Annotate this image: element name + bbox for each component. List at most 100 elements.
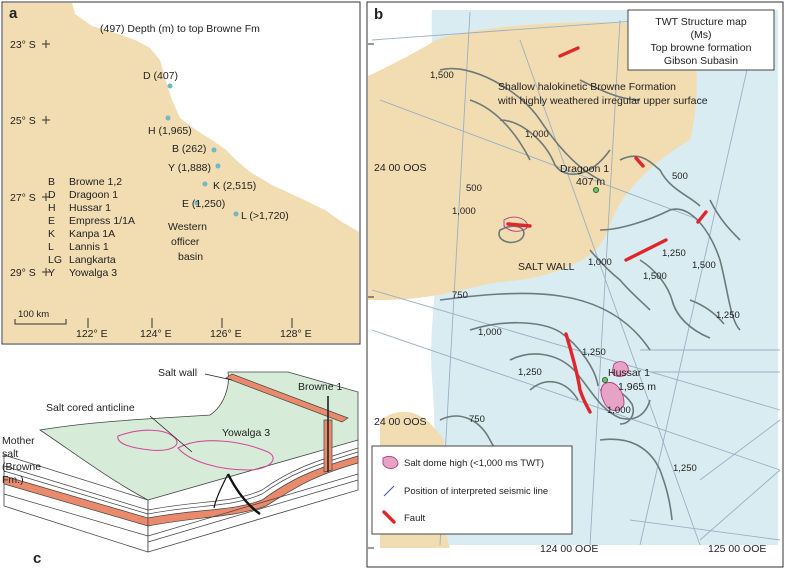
salt-dome-2	[600, 382, 625, 411]
hussar-depth: 1,965 m	[618, 381, 656, 393]
contour-label: 1,500	[430, 70, 454, 81]
label-browne-1: Browne 1	[298, 381, 343, 393]
fault-1	[558, 46, 580, 58]
coord-lat-bottom: 24 00 OOS	[374, 416, 427, 428]
contour-label: 500	[672, 171, 688, 182]
legend-salt-dome-icon	[382, 455, 399, 469]
faults	[506, 46, 708, 414]
leader-salt-wall	[204, 373, 233, 381]
contour-value-labels: 1,500 1,000 500 500 1,000 1,000 1,250 1,…	[430, 70, 740, 474]
key-code: B	[48, 176, 55, 188]
salt-anticline-outline-2	[177, 440, 274, 471]
well-label-b: B (262)	[172, 143, 206, 155]
basin-region	[3, 3, 359, 343]
panel-b-map: Dragoon 1 407 m Hussar 1 1,965 m 1,500 1…	[366, 1, 784, 568]
contour-label: 1,250	[673, 463, 697, 474]
key-code: H	[48, 202, 56, 214]
contour-lines	[439, 67, 741, 521]
contour-label: 1,500	[692, 260, 716, 271]
well-dot-y	[215, 163, 221, 169]
label-salt-cored-anticline: Salt cored anticline	[46, 402, 135, 414]
fault-4	[624, 238, 668, 262]
salt-wall-label: SALT WALL	[518, 261, 575, 273]
panel-b-ticks	[368, 43, 374, 549]
contour-label: 1,000	[607, 405, 631, 416]
lon-label-124: 124° E	[140, 328, 172, 340]
legend-fault-icon	[382, 510, 396, 524]
region-label-line3: basin	[178, 251, 203, 263]
well-locations	[165, 83, 239, 217]
contour-label: 1,500	[643, 271, 667, 282]
contour-label: 1,000	[525, 129, 549, 140]
mother-salt-line3: (Browne	[2, 461, 41, 473]
key-name: Langkarta	[69, 254, 116, 266]
lat-label-25: 25° S	[10, 115, 36, 127]
lat-label-29: 29° S	[10, 267, 36, 279]
legend-seismic-line-label: Position of interpreted seismic line	[404, 486, 548, 497]
lon-label-128: 128° E	[280, 328, 312, 340]
legend-salt-dome-label: Salt dome high (<1,000 ms TWT)	[404, 458, 544, 469]
well-label-l: L (>1,720)	[241, 210, 289, 222]
coord-lat-top: 24 00 OOS	[374, 162, 427, 174]
well-hussar-1	[602, 376, 609, 383]
contour-label: 1,000	[452, 206, 476, 217]
key-name: Hussar 1	[69, 202, 111, 214]
well-dot-k	[202, 181, 208, 187]
contour-label: 1,250	[518, 367, 542, 378]
description-line-2: with highly weathered irregular upper su…	[497, 95, 708, 107]
key-name: Lannis 1	[69, 241, 109, 253]
contour-label: 750	[452, 290, 468, 301]
fault-2	[634, 156, 645, 168]
lat-label-27: 27° S	[10, 192, 36, 204]
region-label-line2: officer	[171, 236, 200, 248]
title-line-4: Gibson Subasin	[664, 55, 738, 67]
key-name: Dragoon 1	[69, 189, 118, 201]
panel-c-block-diagram: c Salt wall Browne 1 Salt cored anticli	[2, 367, 359, 567]
well-key: B Browne 1,2 D Dragoon 1 H Hussar 1 E Em…	[48, 176, 135, 279]
key-name: Empress 1/1A	[69, 215, 135, 227]
key-code: D	[48, 189, 56, 201]
salt-dome-1	[611, 361, 629, 377]
title-line-3: Top browne formation	[651, 42, 752, 54]
well-dot-b	[211, 147, 217, 153]
mother-salt-line1: Mother	[2, 435, 35, 447]
well-label-y: Y (1,888)	[168, 162, 211, 174]
scale-bar	[14, 319, 67, 325]
map-title-box: TWT Structure map (Ms) Top browne format…	[627, 9, 775, 71]
contour-label: 1,250	[716, 310, 740, 321]
well-dot-h	[165, 115, 171, 121]
key-code: LG	[48, 254, 62, 266]
key-code: E	[48, 215, 55, 227]
well-label-k: K (2,515)	[213, 180, 256, 192]
well-dot-e	[194, 200, 200, 206]
dragoon-name: Dragoon 1	[560, 163, 609, 175]
fault-3	[506, 222, 532, 228]
block-side-face	[147, 439, 359, 553]
contour-label: 750	[469, 414, 485, 425]
mother-salt-line2: salt	[2, 448, 18, 460]
title-line-1: TWT Structure map	[655, 16, 747, 28]
panel-a-map: a (497) Depth (m) to top Browne Fm 23° S…	[1, 1, 361, 345]
coord-lon-right: 125 00 OOE	[708, 543, 766, 555]
key-name: Yowalga 3	[69, 267, 117, 279]
strata-lines	[3, 447, 359, 543]
coord-lon-left: 124 00 OOE	[540, 543, 598, 555]
yowalga-well-trace	[213, 473, 229, 509]
key-name: Browne 1,2	[69, 176, 122, 188]
contour-label: 1,250	[662, 248, 686, 259]
well-dot-l	[233, 211, 239, 217]
contour-label: 1,000	[588, 257, 612, 268]
depth-legend-title: (497) Depth (m) to top Browne Fm	[100, 23, 260, 35]
fault-6	[564, 332, 592, 414]
salt-anticline-outline-1	[117, 429, 178, 451]
contour-label: 500	[466, 183, 482, 194]
salt-wall-band	[225, 373, 349, 423]
legend-fault-label: Fault	[404, 513, 425, 524]
dragoon-depth: 407 m	[576, 176, 605, 188]
well-label-e: E (1,250)	[182, 198, 225, 210]
panel-b-letter: b	[374, 6, 383, 23]
yowalga-well-line	[226, 473, 261, 515]
label-salt-wall: Salt wall	[158, 367, 197, 379]
well-dot-d	[167, 83, 173, 89]
map-legend: Salt dome high (<1,000 ms TWT) Position …	[371, 445, 573, 535]
